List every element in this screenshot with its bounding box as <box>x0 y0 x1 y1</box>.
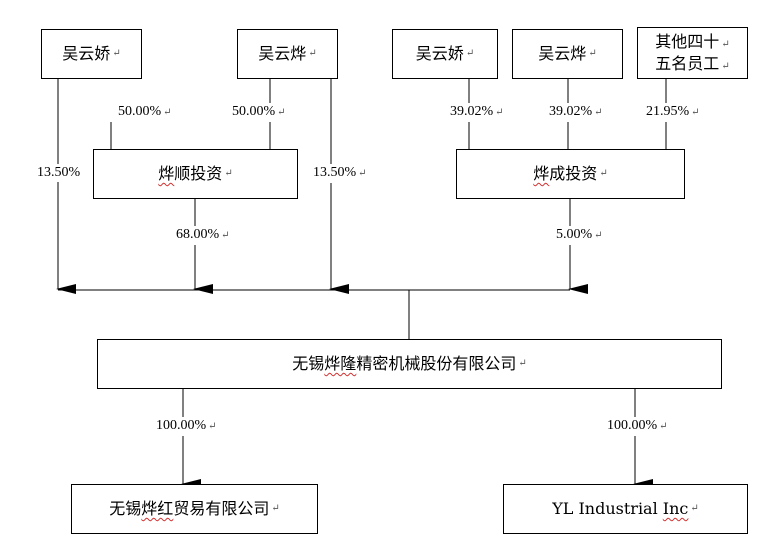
yehong-prefix: 无锡 <box>109 499 142 519</box>
pct-wuyunjiao-to-yeshun: 50.00%↵ <box>117 103 173 122</box>
pct-wuyunye-direct: 13.50%↵ <box>312 164 368 183</box>
yeshun-prefix: 烨 <box>158 164 175 184</box>
company-main: 无锡烨隆精密机械股份有限公司↵ <box>97 339 722 389</box>
pct-wuyunjiao-direct: 13.50% <box>36 164 82 182</box>
company-rest: 精密机械股份有限公司 <box>356 354 517 374</box>
shareholder-others: 其他四十↵ 五名员工↵ <box>637 27 748 79</box>
pct-company-to-yehong: 100.00%↵ <box>155 417 218 436</box>
return-mark: ↵ <box>518 358 527 370</box>
return-mark: ↵ <box>594 230 603 241</box>
return-mark: ↵ <box>308 48 317 60</box>
return-mark: ↵ <box>691 107 700 118</box>
pct-value: 13.50% <box>313 165 357 180</box>
pct-value: 39.02% <box>549 104 593 119</box>
shareholder-label: 吴云烨 <box>538 44 587 64</box>
pct-yeshun-to-company: 68.00%↵ <box>175 226 231 245</box>
yl-wavy: Inc <box>662 499 689 519</box>
return-mark: ↵ <box>721 61 730 72</box>
shareholder-label: 吴云娇 <box>415 44 464 64</box>
intermediate-yecheng-investment: 烨成投资↵ <box>456 149 685 199</box>
return-mark: ↵ <box>271 503 280 515</box>
pct-value: 100.00% <box>156 418 207 433</box>
return-mark: ↵ <box>221 230 230 241</box>
return-mark: ↵ <box>465 48 475 60</box>
pct-value: 100.00% <box>607 418 658 433</box>
return-mark: ↵ <box>163 107 172 118</box>
yl-main: YL Industrial <box>552 499 663 519</box>
yecheng-rest: 成投资 <box>549 164 598 184</box>
pct-yecheng-to-company: 5.00%↵ <box>555 226 604 245</box>
yehong-rest: 贸易有限公司 <box>173 499 270 519</box>
yecheng-prefix: 烨 <box>533 164 550 184</box>
return-mark: ↵ <box>358 168 367 179</box>
shareholder-wu-yunye-right: 吴云烨↵ <box>512 29 623 79</box>
return-mark: ↵ <box>277 107 286 118</box>
pct-value: 39.02% <box>450 104 494 119</box>
pct-value: 50.00% <box>118 104 162 119</box>
shareholder-wu-yunjiao-left: 吴云娇↵ <box>41 29 142 79</box>
shareholder-wu-yunjiao-right: 吴云娇↵ <box>392 29 498 79</box>
pct-value: 5.00% <box>556 227 593 242</box>
company-wavy: 烨隆 <box>324 354 357 374</box>
return-mark: ↵ <box>690 503 699 515</box>
pct-wuyunjiao-to-yecheng: 39.02%↵ <box>449 103 505 122</box>
others-line-1: 其他四十 <box>655 32 720 52</box>
others-line-2: 五名员工 <box>655 54 720 73</box>
return-mark: ↵ <box>659 421 668 432</box>
shareholder-label: 吴云烨 <box>258 44 307 64</box>
shareholder-wu-yunye-left: 吴云烨↵ <box>237 29 338 79</box>
pct-value: 50.00% <box>232 104 276 119</box>
subsidiary-yehong-trading: 无锡烨红贸易有限公司↵ <box>71 484 318 534</box>
yehong-wavy: 烨红 <box>141 499 174 519</box>
pct-value: 13.50% <box>37 165 81 180</box>
shareholder-label: 吴云娇 <box>62 44 111 64</box>
pct-value: 68.00% <box>176 227 220 242</box>
return-mark: ↵ <box>721 39 730 51</box>
pct-value: 21.95% <box>646 104 690 119</box>
return-mark: ↵ <box>208 421 217 432</box>
return-mark: ↵ <box>594 107 603 118</box>
return-mark: ↵ <box>588 48 597 60</box>
pct-wuyunye-to-yecheng: 39.02%↵ <box>548 103 604 122</box>
return-mark: ↵ <box>112 48 121 60</box>
return-mark: ↵ <box>224 168 233 180</box>
yeshun-rest: 顺投资 <box>174 164 223 184</box>
return-mark: ↵ <box>495 107 504 118</box>
pct-company-to-yl: 100.00%↵ <box>606 417 669 436</box>
return-mark: ↵ <box>599 168 608 180</box>
subsidiary-yl-industrial: YL Industrial Inc↵ <box>503 484 748 534</box>
pct-others-to-yecheng: 21.95%↵ <box>645 103 701 122</box>
pct-wuyunye-to-yeshun: 50.00%↵ <box>231 103 287 122</box>
company-prefix: 无锡 <box>292 354 325 374</box>
intermediate-yeshun-investment: 烨顺投资↵ <box>93 149 298 199</box>
